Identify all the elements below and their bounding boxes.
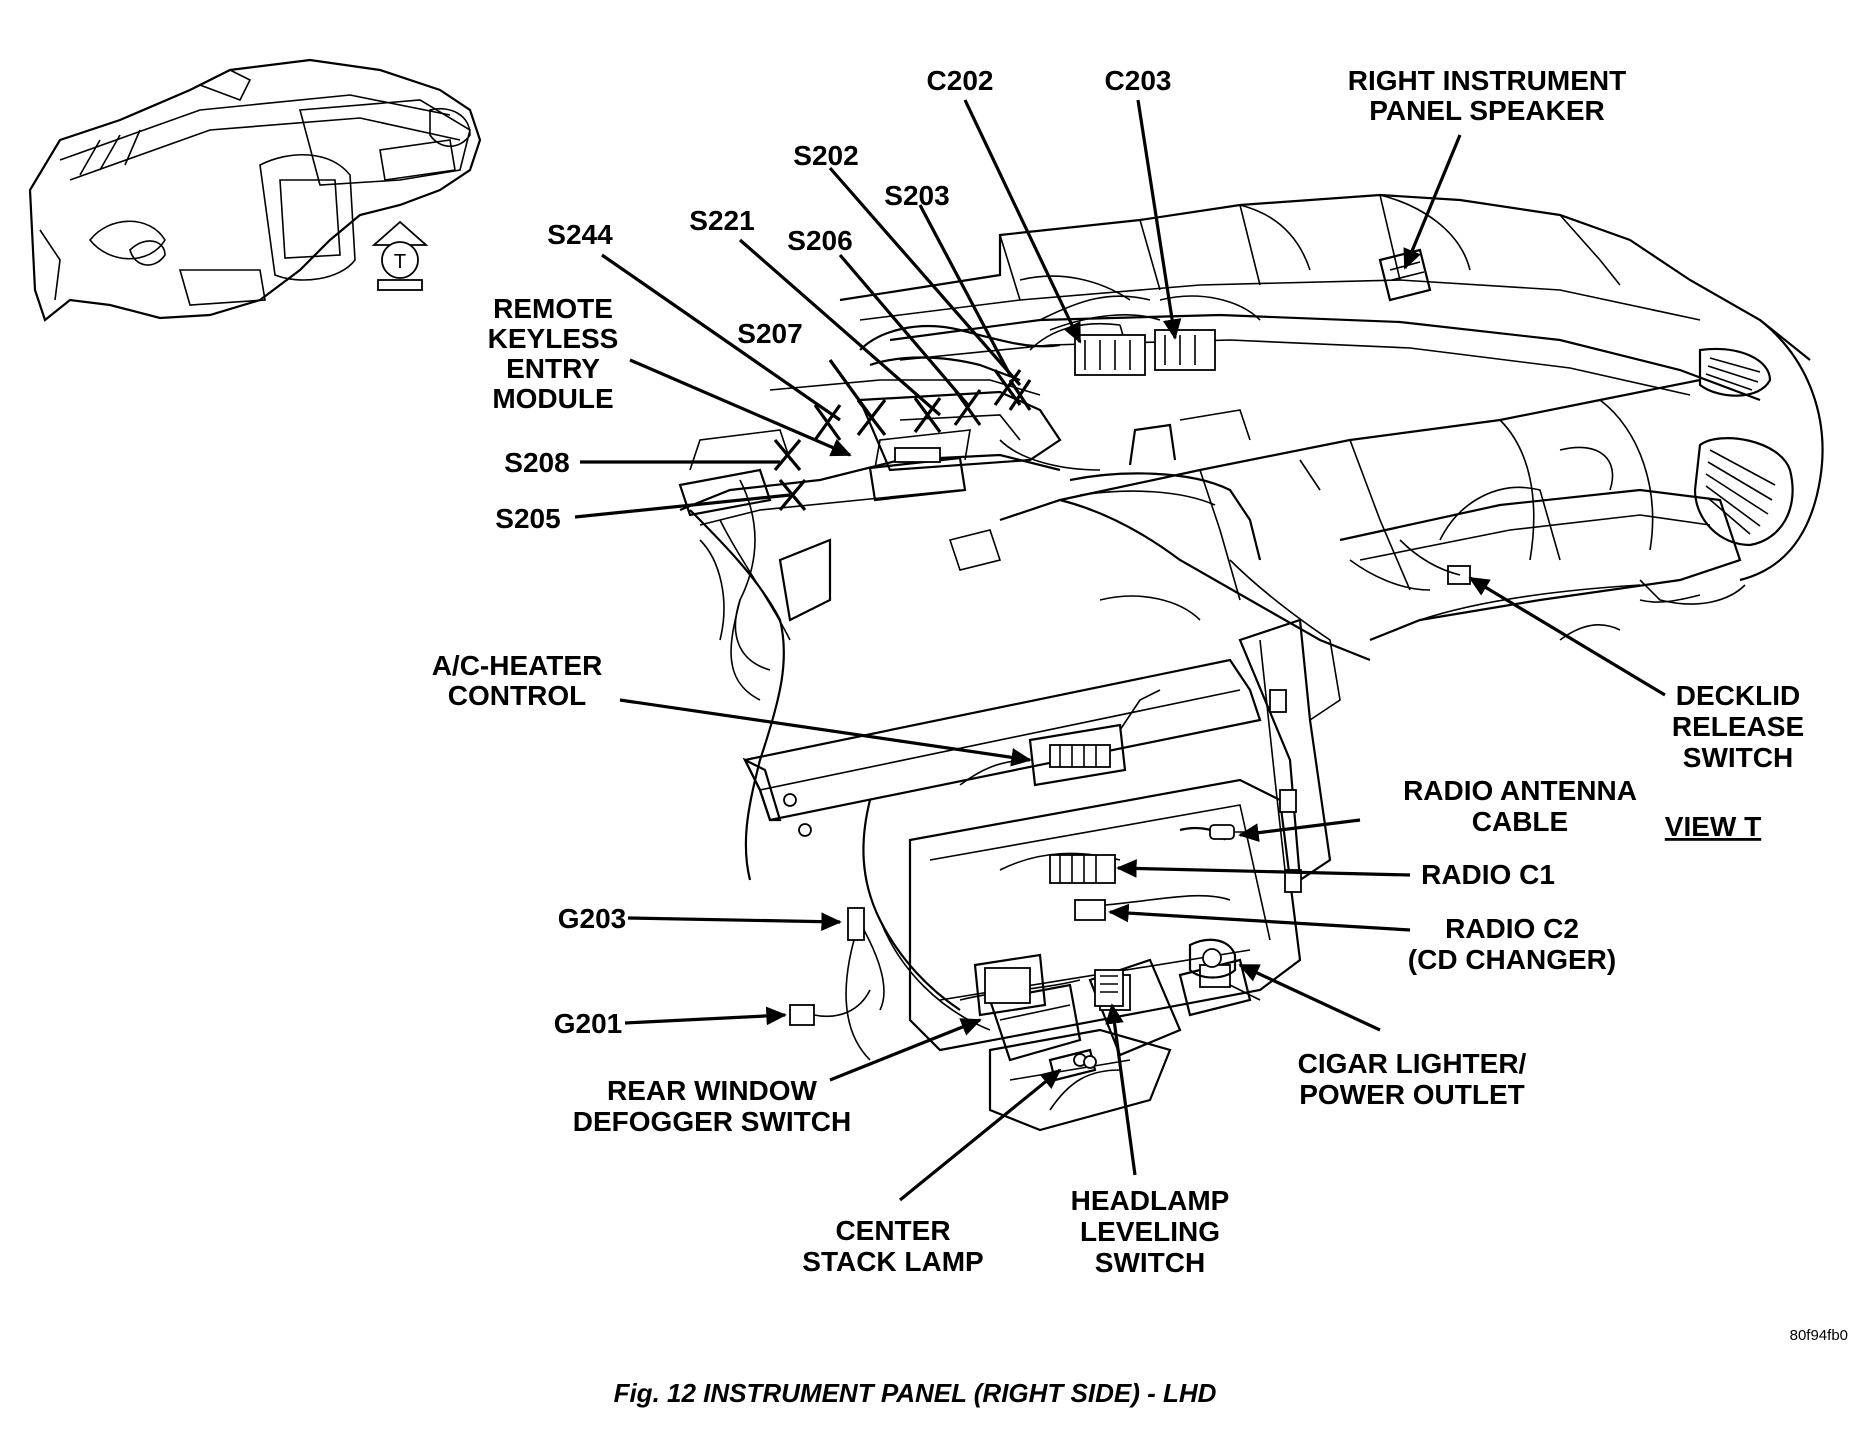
label-decklid-line1: DECKLID (1676, 680, 1800, 711)
label-radio-c2-line1: RADIO C2 (1445, 913, 1579, 944)
label-remote-keyless-line3: ENTRY (506, 353, 600, 384)
label-ac-heater-line2: CONTROL (448, 680, 586, 711)
label-decklid-line3: SWITCH (1683, 742, 1793, 773)
label-remote-keyless-line1: REMOTE (493, 293, 613, 324)
label-view-t: VIEW T (1665, 811, 1761, 842)
label-center-stack-line2: STACK LAMP (802, 1246, 983, 1277)
label-s202: S202 (793, 140, 858, 171)
label-s244: S244 (547, 219, 613, 250)
view-t-marker-icon: T (371, 220, 429, 291)
label-c203: C203 (1105, 65, 1172, 96)
label-center-stack-line1: CENTER (835, 1215, 950, 1246)
label-g201: G201 (554, 1008, 623, 1039)
overview-thumbnail (28, 58, 482, 322)
label-headlamp-line1: HEADLAMP (1071, 1185, 1230, 1216)
label-cigar-line1: CIGAR LIGHTER/ (1298, 1048, 1527, 1079)
label-rear-window-line1: REAR WINDOW (607, 1075, 818, 1106)
label-g203: G203 (558, 903, 627, 934)
label-radio-c1: RADIO C1 (1421, 859, 1555, 890)
label-c202: C202 (927, 65, 994, 96)
label-s205: S205 (495, 503, 560, 534)
instrument-panel-assembly (678, 193, 1824, 1132)
image-code: 80f94fb0 (1790, 1327, 1848, 1344)
label-headlamp-line3: SWITCH (1095, 1247, 1205, 1278)
label-right-speaker-line1: RIGHT INSTRUMENT (1348, 65, 1626, 96)
callout-labels: C202 C203 RIGHT INSTRUMENT PANEL SPEAKER… (432, 65, 1804, 1278)
splice-markers (773, 369, 1032, 512)
label-headlamp-line2: LEVELING (1080, 1216, 1220, 1247)
label-s206: S206 (787, 225, 852, 256)
label-radio-antenna-line1: RADIO ANTENNA (1403, 775, 1637, 806)
label-radio-c2-line2: (CD CHANGER) (1408, 944, 1616, 975)
label-remote-keyless-line4: MODULE (492, 383, 613, 414)
label-s221: S221 (689, 205, 754, 236)
figure-caption: Fig. 12 INSTRUMENT PANEL (RIGHT SIDE) - … (614, 1378, 1217, 1408)
label-remote-keyless-line2: KEYLESS (488, 323, 619, 354)
label-ac-heater-line1: A/C-HEATER (432, 650, 603, 681)
label-s203: S203 (884, 180, 949, 211)
leader-lines (574, 99, 1666, 1202)
view-t-marker-letter: T (394, 251, 406, 273)
label-right-speaker-line2: PANEL SPEAKER (1369, 95, 1604, 126)
label-s208: S208 (504, 447, 569, 478)
label-cigar-line2: POWER OUTLET (1299, 1079, 1525, 1110)
label-s207: S207 (737, 318, 802, 349)
label-rear-window-line2: DEFOGGER SWITCH (573, 1106, 851, 1137)
label-decklid-line2: RELEASE (1672, 711, 1804, 742)
label-radio-antenna-line2: CABLE (1472, 806, 1568, 837)
